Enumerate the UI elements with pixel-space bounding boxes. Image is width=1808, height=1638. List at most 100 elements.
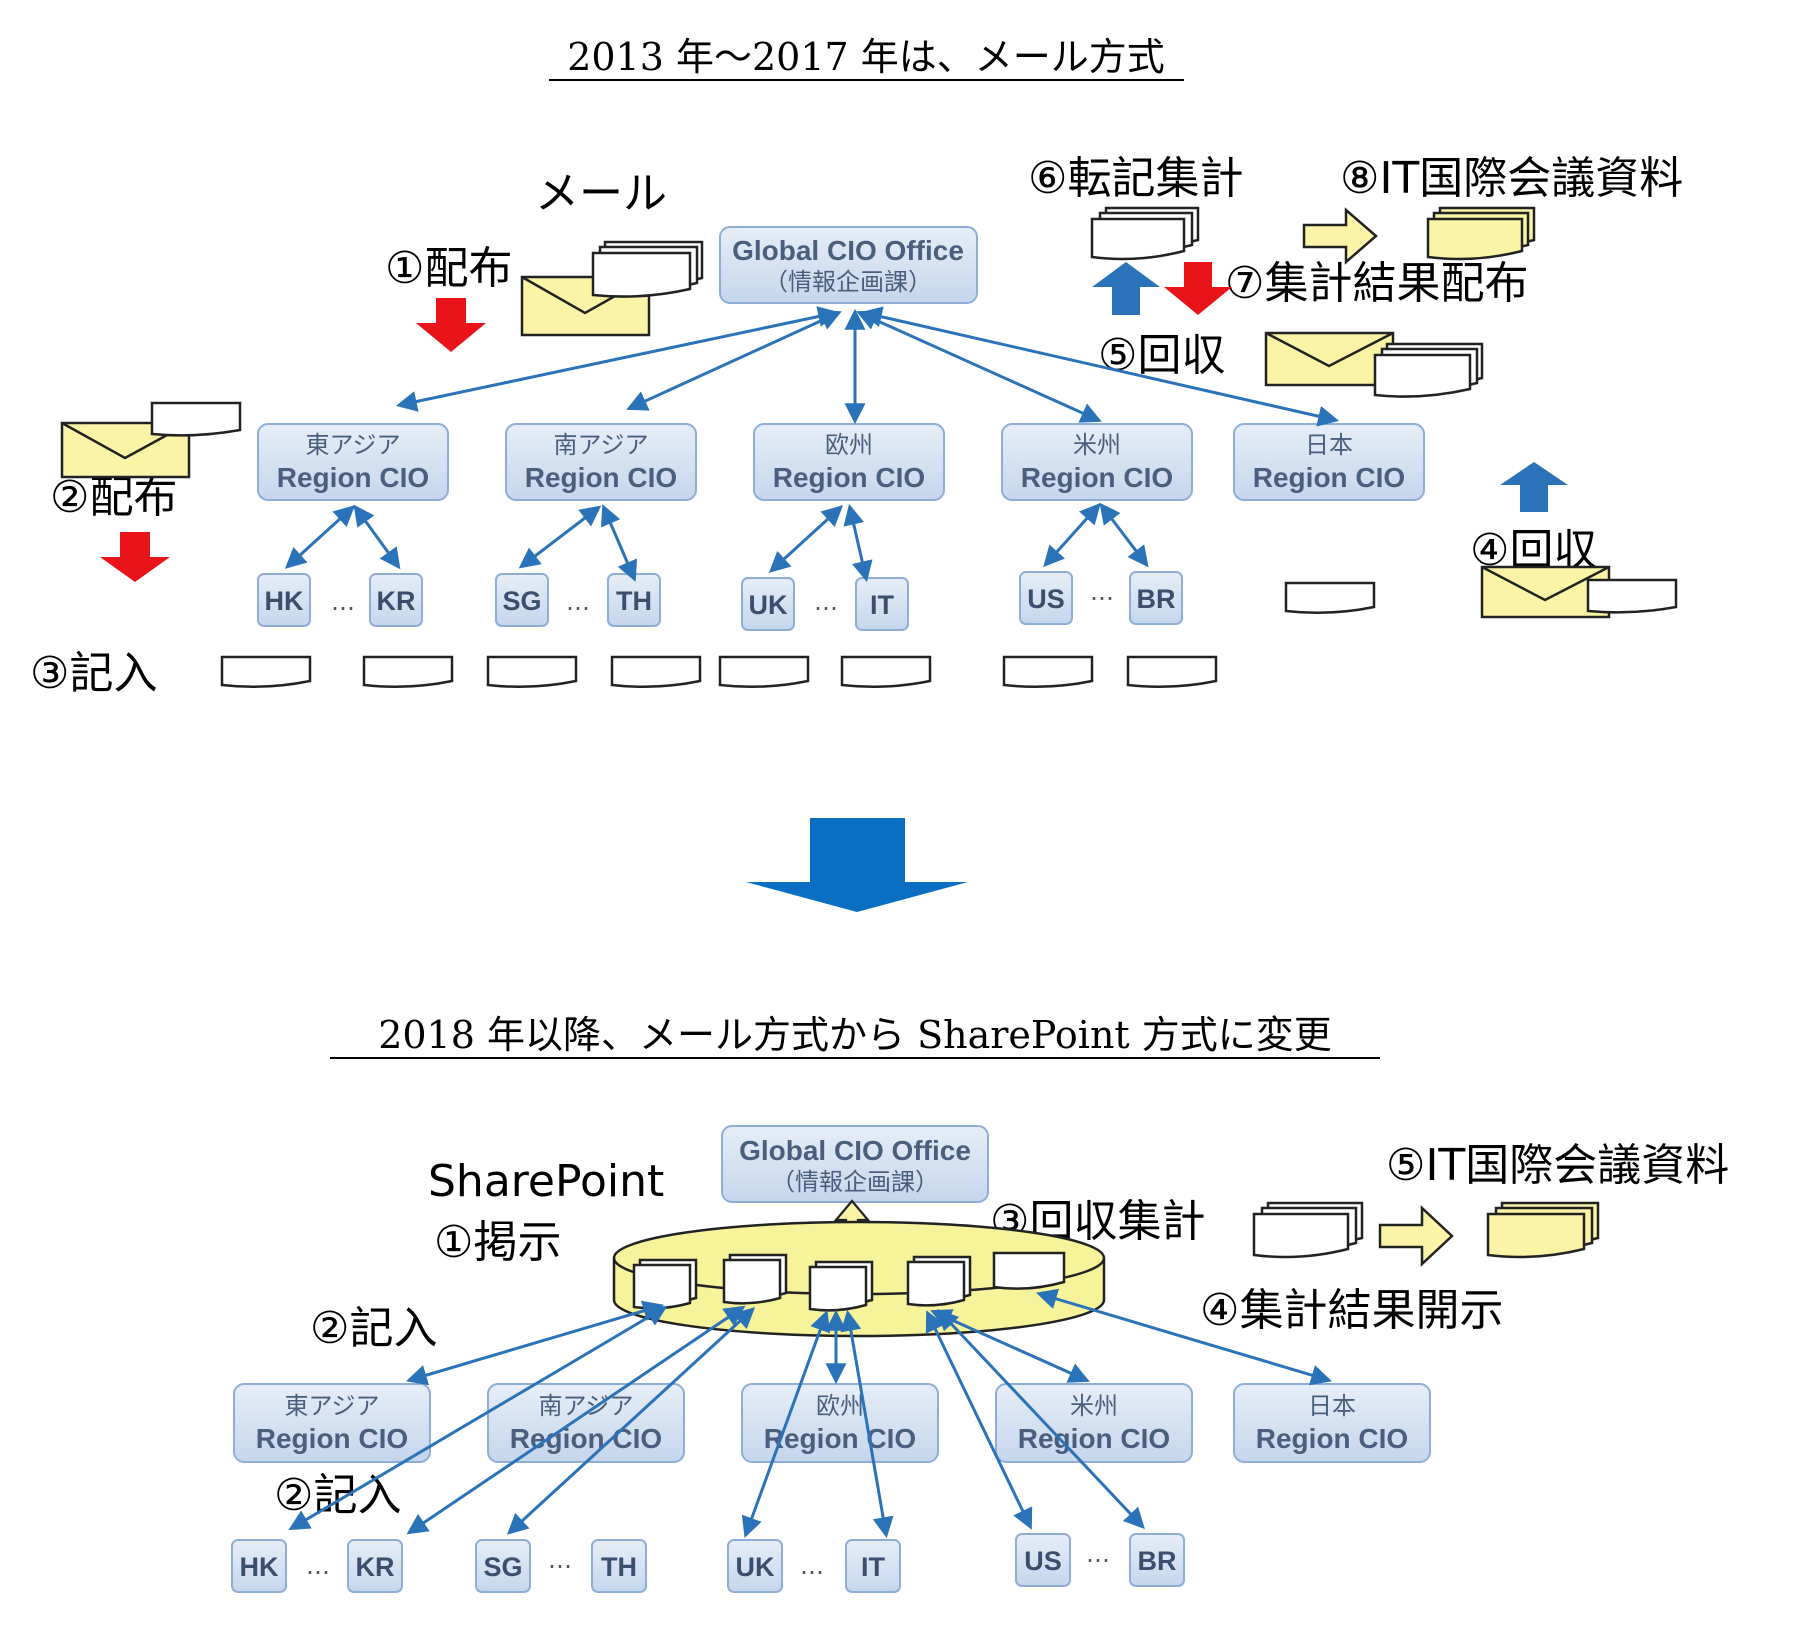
- svg-text:日本: 日本: [1308, 1392, 1356, 1420]
- bottom-country-us: US: [1015, 1533, 1071, 1587]
- svg-text:IT: IT: [870, 590, 895, 620]
- svg-text:KR: KR: [356, 1552, 395, 1582]
- bottom-region-east-asia: 東アジア Region CIO: [233, 1383, 431, 1463]
- svg-text:Region CIO: Region CIO: [1256, 1423, 1408, 1454]
- document-stack-icon: [632, 1263, 692, 1310]
- top-country-th: TH: [607, 573, 661, 627]
- bottom-country-th: TH: [591, 1539, 647, 1593]
- bottom-country-sg: SG: [475, 1539, 531, 1593]
- red-down-arrow: [1164, 262, 1232, 315]
- svg-text:UK: UK: [736, 1552, 775, 1582]
- top-dots-1: …: [331, 588, 355, 616]
- svg-text:BR: BR: [1137, 584, 1176, 614]
- top-country-kr: KR: [369, 573, 423, 627]
- svg-text:欧州: 欧州: [825, 431, 873, 459]
- top-global-region-arrows: [395, 306, 1340, 427]
- top-global-cio-box: Global CIO Office （情報企画課）: [719, 226, 978, 304]
- top-region-americas: 米州 Region CIO: [1001, 423, 1193, 501]
- bottom-step2a-label: ②記入: [310, 1303, 437, 1354]
- top-document-stacks: [150, 206, 1678, 614]
- svg-text:TH: TH: [616, 586, 652, 616]
- top-step1-label: ①配布: [385, 243, 512, 294]
- svg-text:IT: IT: [861, 1552, 886, 1582]
- bottom-dots-3: …: [800, 1552, 824, 1580]
- document-stack-icon: [808, 1265, 868, 1312]
- red-down-arrow: [416, 298, 486, 352]
- sharepoint-label: SharePoint: [428, 1156, 664, 1207]
- red-down-arrow: [100, 532, 170, 582]
- form-sheet-icon: [150, 401, 242, 437]
- top-step2-label: ②配布: [50, 472, 177, 523]
- form-sheet-icon: [992, 1251, 1066, 1290]
- bottom-dots-2: …: [548, 1546, 572, 1574]
- svg-text:SG: SG: [502, 586, 541, 616]
- form-sheet-icon: [1002, 655, 1094, 689]
- document-stack-icon: [1426, 217, 1524, 261]
- svg-text:東アジア: 東アジア: [284, 1392, 379, 1420]
- svg-text:UK: UK: [749, 590, 788, 620]
- top-step7-label: ⑦集計結果配布: [1225, 258, 1528, 309]
- svg-text:Region CIO: Region CIO: [1253, 462, 1405, 493]
- svg-text:Region CIO: Region CIO: [764, 1423, 916, 1454]
- svg-text:欧州: 欧州: [816, 1392, 864, 1420]
- top-global-line1: Global CIO Office: [732, 235, 964, 266]
- document-stack-icon: [722, 1258, 782, 1305]
- svg-text:東アジア: 東アジア: [305, 431, 400, 459]
- document-stack-icon: [591, 251, 692, 298]
- form-sheet-icon: [610, 655, 702, 689]
- bottom-yellow-arrow: [1378, 1205, 1454, 1267]
- svg-text:日本: 日本: [1305, 431, 1353, 459]
- top-country-uk: UK: [741, 577, 795, 631]
- bottom-country-uk: UK: [727, 1539, 783, 1593]
- top-dots-2: …: [566, 588, 590, 616]
- top-title: 2013 年～2017 年は、メール方式: [567, 35, 1165, 79]
- svg-text:（情報企画課）: （情報企画課）: [771, 1168, 939, 1196]
- svg-text:南アジア: 南アジア: [553, 431, 648, 459]
- svg-text:米州: 米州: [1070, 1392, 1118, 1420]
- top-country-br: BR: [1129, 571, 1183, 625]
- svg-text:HK: HK: [240, 1552, 279, 1582]
- svg-text:Region CIO: Region CIO: [1018, 1423, 1170, 1454]
- bottom-dots-1: …: [306, 1552, 330, 1580]
- bottom-country-br: BR: [1129, 1533, 1185, 1587]
- top-it-meeting-docs: [1426, 206, 1536, 261]
- top-country-it: IT: [855, 577, 909, 631]
- top-step8-label: ⑧IT国際会議資料: [1340, 153, 1683, 204]
- top-step5-label: ⑤回収: [1098, 330, 1225, 381]
- form-sheet-icon: [220, 655, 312, 689]
- top-step6-label: ⑥転記集計: [1028, 153, 1243, 204]
- bottom-global-cio-box: Global CIO Office （情報企画課）: [721, 1125, 989, 1203]
- form-sheet-icon: [1284, 581, 1376, 615]
- bottom-title: 2018 年以降、メール方式から SharePoint 方式に変更: [378, 1013, 1332, 1057]
- bottom-aggregate-stack: [1252, 1201, 1364, 1259]
- form-sheet-icon: [1126, 655, 1218, 689]
- blue-up-arrow: [1092, 262, 1160, 315]
- form-sheet-icon: [486, 655, 578, 689]
- document-stack-icon: [1373, 353, 1472, 398]
- svg-text:BR: BR: [1138, 1546, 1177, 1576]
- bottom-country-kr: KR: [347, 1539, 403, 1593]
- form-sheet-icon: [840, 655, 932, 689]
- top-region-europe: 欧州 Region CIO: [753, 423, 945, 501]
- svg-text:KR: KR: [377, 586, 416, 616]
- document-stack-icon: [1486, 1212, 1586, 1259]
- form-sheet-icon: [718, 655, 810, 689]
- top-region-south-asia: 南アジア Region CIO: [505, 423, 697, 501]
- svg-text:Region CIO: Region CIO: [1021, 462, 1173, 493]
- document-stack-icon: [1252, 1212, 1350, 1259]
- svg-text:Global CIO Office: Global CIO Office: [739, 1135, 971, 1166]
- transition-down-arrow: [746, 818, 968, 912]
- bottom-step1-label: ①掲示: [434, 1217, 561, 1268]
- top-region-country-arrows: [284, 502, 1149, 583]
- svg-text:TH: TH: [601, 1552, 637, 1582]
- bottom-it-meeting-docs: [1486, 1201, 1600, 1259]
- bottom-step2b-label: ②記入: [274, 1470, 401, 1521]
- svg-text:Region CIO: Region CIO: [773, 462, 925, 493]
- top-global-line2: （情報企画課）: [764, 268, 932, 296]
- top-form-sheets: [220, 581, 1376, 689]
- svg-text:SG: SG: [483, 1552, 522, 1582]
- svg-text:南アジア: 南アジア: [538, 1392, 633, 1420]
- top-region-japan: 日本 Region CIO: [1233, 423, 1425, 501]
- bottom-region-americas: 米州 Region CIO: [995, 1383, 1193, 1463]
